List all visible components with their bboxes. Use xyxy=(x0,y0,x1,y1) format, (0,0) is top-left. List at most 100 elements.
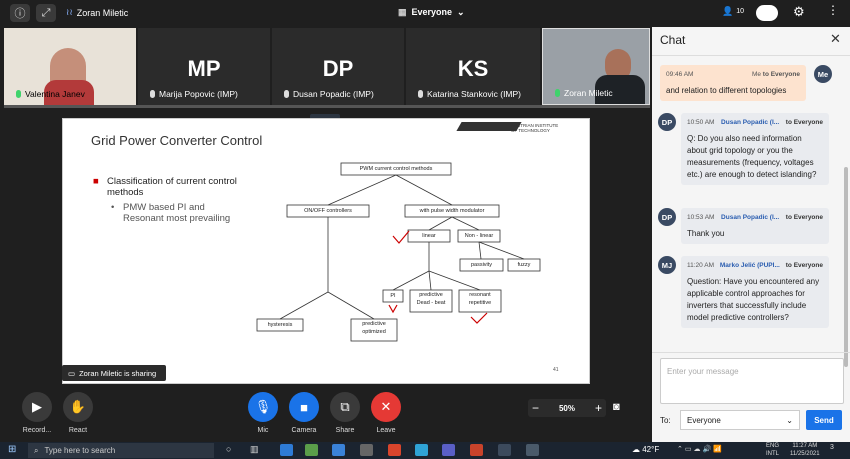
pred-opt-label: predictive optimized xyxy=(362,321,386,335)
participant-name: Zoran Miletic xyxy=(555,88,613,98)
more-icon[interactable]: ⋮ xyxy=(827,3,839,17)
avatar: Me xyxy=(814,65,832,83)
close-icon: ✕ xyxy=(380,399,392,414)
recipient-select[interactable]: Everyone⌄ xyxy=(680,410,800,430)
share-screen-icon: ⧉ xyxy=(340,399,350,414)
nonlinear-label: Non - linear xyxy=(464,233,494,239)
pi-label: PI xyxy=(390,293,396,299)
app-icon[interactable] xyxy=(526,444,539,456)
chevron-down-icon: ⌄ xyxy=(786,415,793,425)
camera-label: Camera xyxy=(291,427,317,434)
search-icon: ⌕ xyxy=(34,445,39,455)
chat-title: Chat xyxy=(660,33,686,47)
chat-toggle-icon[interactable] xyxy=(756,5,778,21)
info-icon[interactable]: ⓘ xyxy=(10,4,30,22)
onoff-label: ON/OFF controllers xyxy=(304,208,352,214)
zoom-in-button[interactable]: + xyxy=(594,401,602,415)
participant-initials: KS xyxy=(457,56,489,81)
leave-button[interactable]: ✕ xyxy=(371,392,401,422)
participant-tile[interactable]: Zoran Miletic xyxy=(542,28,650,105)
cortana-icon[interactable]: ○ xyxy=(226,444,232,454)
divider xyxy=(652,55,850,56)
participant-tile[interactable]: DP Dusan Popadic (IMP) xyxy=(272,28,404,105)
message-time: 10:53 AM xyxy=(687,214,715,221)
bullet-1: ■ Classification of current control meth… xyxy=(93,176,237,198)
zoom-control: − 50% + xyxy=(528,399,606,417)
bullet-2: • PMW based PI and Resonant most prevail… xyxy=(111,202,231,224)
camera-button[interactable]: ■ xyxy=(289,392,319,422)
webex-icon[interactable] xyxy=(498,444,511,456)
fuzzy-label: fuzzy xyxy=(517,262,531,268)
powerpoint-icon[interactable] xyxy=(470,444,483,456)
linear-label: linear xyxy=(422,233,436,239)
share-label: Share xyxy=(335,427,355,434)
message-time: 10:50 AM xyxy=(687,119,715,126)
microphone-icon: 🎙 xyxy=(254,399,272,414)
record-button[interactable]: ▶ xyxy=(22,392,52,422)
send-button[interactable]: Send xyxy=(806,410,842,430)
weather[interactable]: ☁ 42°F xyxy=(632,445,660,454)
zoom-level: 50% xyxy=(558,403,575,413)
message-time: 09:46 AM xyxy=(666,71,694,78)
calculator-icon[interactable] xyxy=(305,444,318,456)
office-icon[interactable] xyxy=(388,444,401,456)
mic-off-icon xyxy=(284,90,289,98)
participant-tile[interactable]: MP Marija Popovic (IMP) xyxy=(138,28,270,105)
mic-button[interactable]: 🎙 xyxy=(248,392,278,422)
presenter-indicator: ≀≀ Zoran Miletic xyxy=(66,7,128,18)
mail-icon[interactable] xyxy=(280,444,293,456)
edge-icon[interactable] xyxy=(415,444,428,456)
store-icon[interactable] xyxy=(332,444,345,456)
divider xyxy=(652,352,850,353)
task-view-icon[interactable]: ▥ xyxy=(250,444,259,454)
hysteresis-label: hysteresis xyxy=(267,322,293,328)
logo-text: AUSTRIAN INSTITUTE OF TECHNOLOGY xyxy=(511,123,559,133)
chat-scrollbar[interactable] xyxy=(844,167,848,367)
sharing-indicator: ▭ Zoran Miletic is sharing xyxy=(62,365,166,381)
avatar: MJ xyxy=(658,256,676,274)
participant-initials: DP xyxy=(322,56,354,81)
passivity-label: passivity xyxy=(470,262,493,268)
tile-scrollbar[interactable] xyxy=(4,105,650,109)
video-figure xyxy=(595,75,645,104)
shared-slide: Grid Power Converter Control AUSTRIAN IN… xyxy=(62,118,590,384)
notification-count[interactable]: 3 xyxy=(830,444,834,451)
avatar: DP xyxy=(658,113,676,131)
settings-app-icon[interactable] xyxy=(360,444,373,456)
fullscreen-icon[interactable]: ⤢ xyxy=(36,4,56,22)
audience-dropdown[interactable]: ▦ Everyone ⌄ xyxy=(398,7,465,17)
participants-button[interactable]: 👤 10 xyxy=(722,6,745,16)
weather-icon: ☁ xyxy=(632,445,640,454)
screenshot-icon[interactable]: ◙ xyxy=(613,401,620,413)
gear-icon[interactable]: ⚙ xyxy=(793,4,805,19)
react-button[interactable]: ✋ xyxy=(63,392,93,422)
taskbar-search[interactable]: ⌕ Type here to search xyxy=(28,443,214,458)
zoom-out-button[interactable]: − xyxy=(532,401,540,415)
close-icon[interactable]: ✕ xyxy=(830,31,841,46)
message-recipient: to Everyone xyxy=(785,214,823,221)
pred-db-label: predictive Dead - beat xyxy=(416,292,446,306)
video-figure xyxy=(44,80,94,105)
tray-icons[interactable]: ⌃▭☁🔊📶 xyxy=(677,446,724,453)
mic-on-icon xyxy=(16,90,21,98)
message-input[interactable]: Enter your message xyxy=(660,358,844,404)
teams-icon[interactable] xyxy=(442,444,455,456)
windows-start-icon[interactable]: ⊞ xyxy=(8,444,17,455)
react-label: React xyxy=(68,427,88,434)
withpwm-label: with pulse width modulator xyxy=(419,208,485,214)
message-recipient: to Everyone xyxy=(762,71,800,78)
mic-off-icon xyxy=(150,90,155,98)
participant-tile[interactable]: Valentina Janev xyxy=(4,28,136,105)
message-text: Thank you xyxy=(687,229,725,238)
share-button[interactable]: ⧉ xyxy=(330,392,360,422)
participant-tile[interactable]: KS Katarina Stankovic (IMP) xyxy=(406,28,540,105)
presenter-name: Zoran Miletic xyxy=(76,7,129,18)
message-text: Question: Have you encountered any appli… xyxy=(687,277,820,322)
message-sender: Marko Jelić (PUPI... xyxy=(719,262,780,269)
